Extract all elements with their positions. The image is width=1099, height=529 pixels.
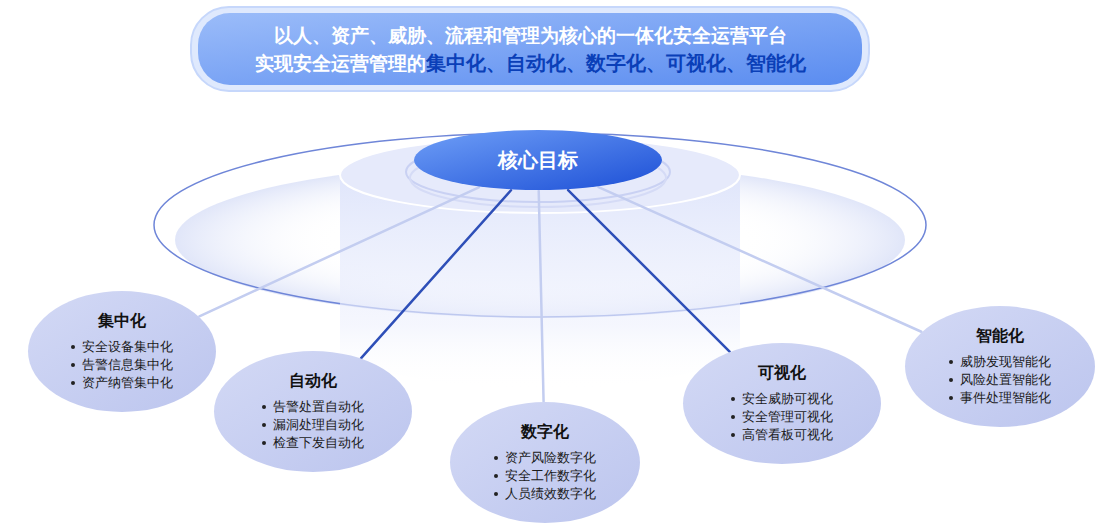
bullet-text: 资产风险数字化 xyxy=(505,449,596,467)
bullet-item: 安全威胁可视化 xyxy=(731,390,833,408)
bullet-dot xyxy=(494,492,498,496)
goal-ellipse: 智能化威胁发现智能化风险处置智能化事件处理智能化 xyxy=(904,305,1096,428)
highlight-text: 集中化、自动化、数字化、可视化、智能化 xyxy=(426,51,806,75)
goal-heading: 智能化 xyxy=(976,326,1024,347)
bullet-list: 资产风险数字化安全工作数字化人员绩效数字化 xyxy=(494,449,596,503)
bullet-list: 威胁发现智能化风险处置智能化事件处理智能化 xyxy=(949,353,1051,407)
bullet-item: 事件处理智能化 xyxy=(949,389,1051,407)
bullet-item: 检查下发自动化 xyxy=(262,434,364,452)
core-ellipse: 核心目标 xyxy=(413,129,663,191)
bullet-item: 告警信息集中化 xyxy=(71,356,173,374)
bullet-dot xyxy=(494,474,498,478)
bullet-item: 漏洞处理自动化 xyxy=(262,416,364,434)
core-label: 核心目标 xyxy=(498,147,578,174)
goal-heading: 集中化 xyxy=(98,311,146,332)
bullet-dot xyxy=(949,396,953,400)
node-content: 智能化威胁发现智能化风险处置智能化事件处理智能化 xyxy=(904,305,1096,428)
bullet-text: 风险处置智能化 xyxy=(960,371,1051,389)
bullet-dot xyxy=(949,360,953,364)
bullet-item: 威胁发现智能化 xyxy=(949,353,1051,371)
bullet-dot xyxy=(949,378,953,382)
goal-heading: 自动化 xyxy=(289,371,337,392)
bullet-text: 告警信息集中化 xyxy=(82,356,173,374)
bullet-dot xyxy=(262,441,266,445)
node-content: 集中化安全设备集中化告警信息集中化资产纳管集中化 xyxy=(27,290,217,413)
bullet-dot xyxy=(71,381,75,385)
goal-heading: 数字化 xyxy=(521,422,569,443)
node-outline xyxy=(190,6,870,92)
bullet-text: 人员绩效数字化 xyxy=(505,485,596,503)
bullet-item: 风险处置智能化 xyxy=(949,371,1051,389)
bullet-text: 安全威胁可视化 xyxy=(742,390,833,408)
node-content: 以人、资产、威胁、流程和管理为核心的一体化安全运营平台实现安全运营管理的集中化、… xyxy=(190,6,870,92)
bullet-item: 告警处置自动化 xyxy=(262,398,364,416)
bullet-dot xyxy=(262,405,266,409)
bullet-dot xyxy=(71,363,75,367)
bullet-text: 漏洞处理自动化 xyxy=(273,416,364,434)
banner-box: 以人、资产、威胁、流程和管理为核心的一体化安全运营平台实现安全运营管理的集中化、… xyxy=(190,6,870,92)
bullet-text: 安全设备集中化 xyxy=(82,338,173,356)
bullet-text: 事件处理智能化 xyxy=(960,389,1051,407)
bullet-dot xyxy=(731,433,735,437)
bullet-list: 安全设备集中化告警信息集中化资产纳管集中化 xyxy=(71,338,173,392)
goal-ellipse: 集中化安全设备集中化告警信息集中化资产纳管集中化 xyxy=(27,290,217,413)
node-content: 自动化告警处置自动化漏洞处理自动化检查下发自动化 xyxy=(213,350,413,473)
goal-ellipse: 可视化安全威胁可视化安全管理可视化高管看板可视化 xyxy=(682,342,882,465)
connector-line xyxy=(539,191,544,401)
bullet-dot xyxy=(731,397,735,401)
bullet-text: 安全管理可视化 xyxy=(742,408,833,426)
bullet-list: 安全威胁可视化安全管理可视化高管看板可视化 xyxy=(731,390,833,444)
bullet-item: 高管看板可视化 xyxy=(731,426,833,444)
connector-line xyxy=(599,187,922,332)
goal-heading: 可视化 xyxy=(758,363,806,384)
bullet-text: 检查下发自动化 xyxy=(273,434,364,452)
connector-line xyxy=(568,190,730,352)
connector-line xyxy=(361,190,511,358)
bullet-item: 资产纳管集中化 xyxy=(71,374,173,392)
node-content: 可视化安全威胁可视化安全管理可视化高管看板可视化 xyxy=(682,342,882,465)
bullet-dot xyxy=(731,415,735,419)
bullet-item: 安全管理可视化 xyxy=(731,408,833,426)
bullet-dot xyxy=(494,456,498,460)
banner-title: 以人、资产、威胁、流程和管理为核心的一体化安全运营平台 xyxy=(274,21,787,49)
node-content: 核心目标 xyxy=(413,129,663,191)
banner-line: 实现安全运营管理的集中化、自动化、数字化、可视化、智能化 xyxy=(255,49,806,77)
connector-line xyxy=(199,187,478,316)
bullet-text: 资产纳管集中化 xyxy=(82,374,173,392)
bullet-item: 安全工作数字化 xyxy=(494,467,596,485)
bullet-text: 安全工作数字化 xyxy=(505,467,596,485)
bullet-text: 高管看板可视化 xyxy=(742,426,833,444)
goal-ellipse: 数字化资产风险数字化安全工作数字化人员绩效数字化 xyxy=(449,401,641,524)
bullet-dot xyxy=(262,423,266,427)
bullet-text: 威胁发现智能化 xyxy=(960,353,1051,371)
banner-text: 实现安全运营管理的 xyxy=(255,52,426,74)
node-content: 数字化资产风险数字化安全工作数字化人员绩效数字化 xyxy=(449,401,641,524)
goal-ellipse: 自动化告警处置自动化漏洞处理自动化检查下发自动化 xyxy=(213,350,413,473)
bullet-dot xyxy=(71,345,75,349)
bullet-text: 告警处置自动化 xyxy=(273,398,364,416)
bullet-item: 人员绩效数字化 xyxy=(494,485,596,503)
bullet-item: 资产风险数字化 xyxy=(494,449,596,467)
bullet-item: 安全设备集中化 xyxy=(71,338,173,356)
bullet-list: 告警处置自动化漏洞处理自动化检查下发自动化 xyxy=(262,398,364,452)
